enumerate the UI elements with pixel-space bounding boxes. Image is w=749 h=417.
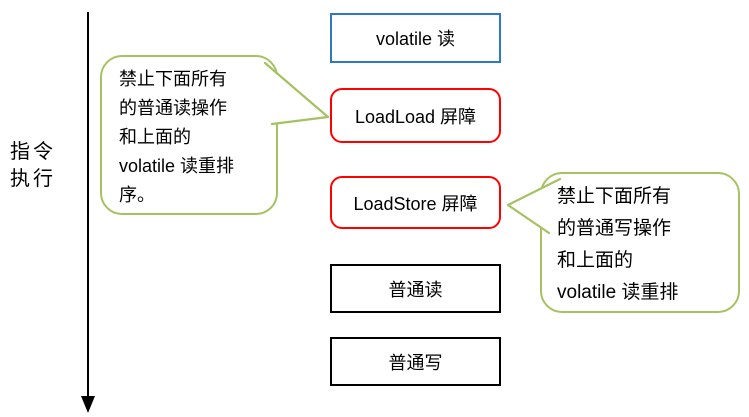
callout-left-line2: 的普通读操作 xyxy=(119,98,227,118)
callout-right-line2: 的普通写操作 xyxy=(557,218,672,239)
callout-right-line4: volatile 读重排 xyxy=(557,282,679,303)
execution-order-label-line1: 指令 xyxy=(10,141,56,163)
box-normal-write: 普通写 xyxy=(330,337,501,386)
callout-right-line1: 禁止下面所有 xyxy=(557,186,672,207)
callout-right: 禁止下面所有 的普通写操作 和上面的 volatile 读重排 xyxy=(540,172,740,313)
box-volatile-read-label: volatile 读 xyxy=(375,29,456,49)
callout-left-line3: 和上面的 xyxy=(119,127,191,147)
callout-left-line5: 序。 xyxy=(119,185,155,205)
arrow-down-icon xyxy=(81,396,95,413)
execution-order-label-line2: 执行 xyxy=(10,168,56,190)
callout-left-line1: 禁止下面所有 xyxy=(119,69,227,89)
callout-left: 禁止下面所有 的普通读操作 和上面的 volatile 读重排 序。 xyxy=(100,55,278,215)
callout-right-line3: 和上面的 xyxy=(557,250,634,271)
box-normal-write-label: 普通写 xyxy=(388,352,443,373)
box-normal-read-label: 普通读 xyxy=(388,279,443,300)
callout-left-line4: volatile 读重排 xyxy=(119,156,235,176)
box-normal-read: 普通读 xyxy=(330,264,501,313)
callout-left-text: 禁止下面所有 的普通读操作 和上面的 volatile 读重排 序。 xyxy=(119,65,234,210)
callout-right-text: 禁止下面所有 的普通写操作 和上面的 volatile 读重排 xyxy=(557,181,678,309)
box-volatile-read: volatile 读 xyxy=(330,13,501,63)
box-loadload-barrier-label: LoadLoad 屏障 xyxy=(354,106,477,127)
box-loadload-barrier: LoadLoad 屏障 xyxy=(330,88,501,143)
box-loadstore-barrier: LoadStore 屏障 xyxy=(330,176,501,229)
execution-order-label: 指令 执行 xyxy=(4,139,62,193)
box-loadstore-barrier-label: LoadStore 屏障 xyxy=(353,193,478,214)
